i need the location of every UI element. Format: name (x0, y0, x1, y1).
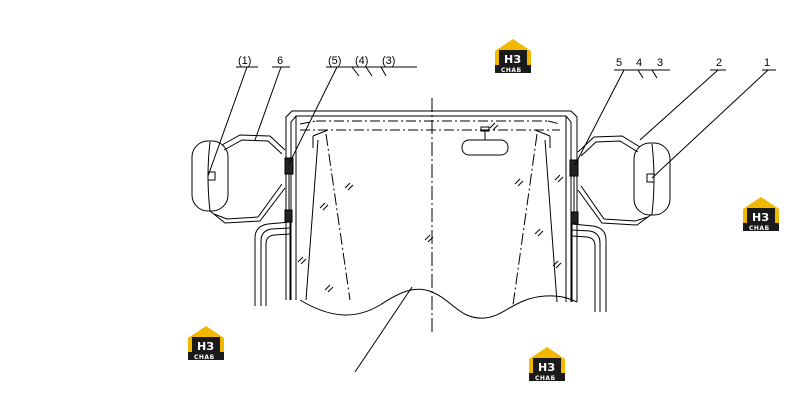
svg-text:НЗ: НЗ (197, 340, 214, 353)
right-door-frame (571, 220, 607, 312)
callout-right-2: 2 (716, 57, 722, 69)
svg-text:СНАБ: СНАБ (501, 67, 522, 74)
svg-text:НЗ: НЗ (538, 361, 555, 374)
svg-text:СНАБ: СНАБ (749, 225, 770, 232)
callout-right-3: 3 (657, 57, 663, 69)
windshield (297, 98, 578, 373)
right-side-mirror (569, 135, 671, 226)
svg-text:СНАБ: СНАБ (194, 354, 215, 361)
callout-left-4: (4) (355, 55, 368, 67)
watermark-logo-right: НЗ СНАБ (743, 197, 779, 232)
callout-left-3: (3) (382, 55, 395, 67)
left-side-mirror (191, 134, 294, 224)
callout-right-1: 1 (764, 57, 770, 69)
left-door-frame (254, 218, 291, 306)
callout-left-6: 6 (277, 55, 283, 67)
callout-left-1: (1) (238, 55, 251, 67)
watermark-logo-top: НЗ СНАБ (495, 39, 531, 74)
svg-text:СНАБ: СНАБ (535, 375, 556, 382)
cab-frame (285, 110, 578, 302)
interior-mirror (461, 126, 509, 156)
callout-left-5: (5) (328, 55, 341, 67)
callout-right-5: 5 (616, 57, 622, 69)
watermark-logo-bottom: НЗ СНАБ (529, 347, 565, 382)
watermark-logo-left: НЗ СНАБ (188, 326, 224, 361)
svg-text:НЗ: НЗ (752, 211, 769, 224)
callout-right-4: 4 (636, 57, 642, 69)
callout-labels: (1) 6 (5) (4) (3) 5 4 3 2 1 (238, 55, 770, 69)
callout-leaders (207, 66, 776, 179)
svg-text:НЗ: НЗ (504, 53, 521, 66)
